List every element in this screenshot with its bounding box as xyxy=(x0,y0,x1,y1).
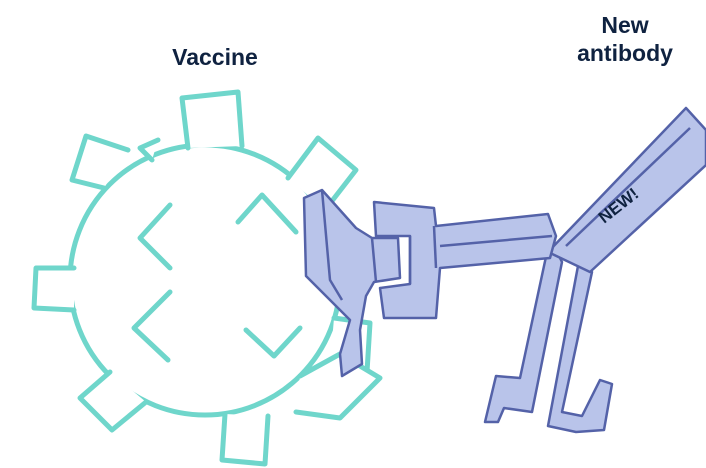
virus-spike-left xyxy=(34,268,74,310)
antibody-lower-arm-right xyxy=(548,266,612,432)
virus-spike-bottom xyxy=(222,414,268,464)
antibody-upper-arm xyxy=(374,202,556,318)
virus-spike-top xyxy=(182,92,242,148)
antibody-lower-arm-left xyxy=(485,238,562,422)
antibody-upper-arm-body xyxy=(374,202,556,318)
